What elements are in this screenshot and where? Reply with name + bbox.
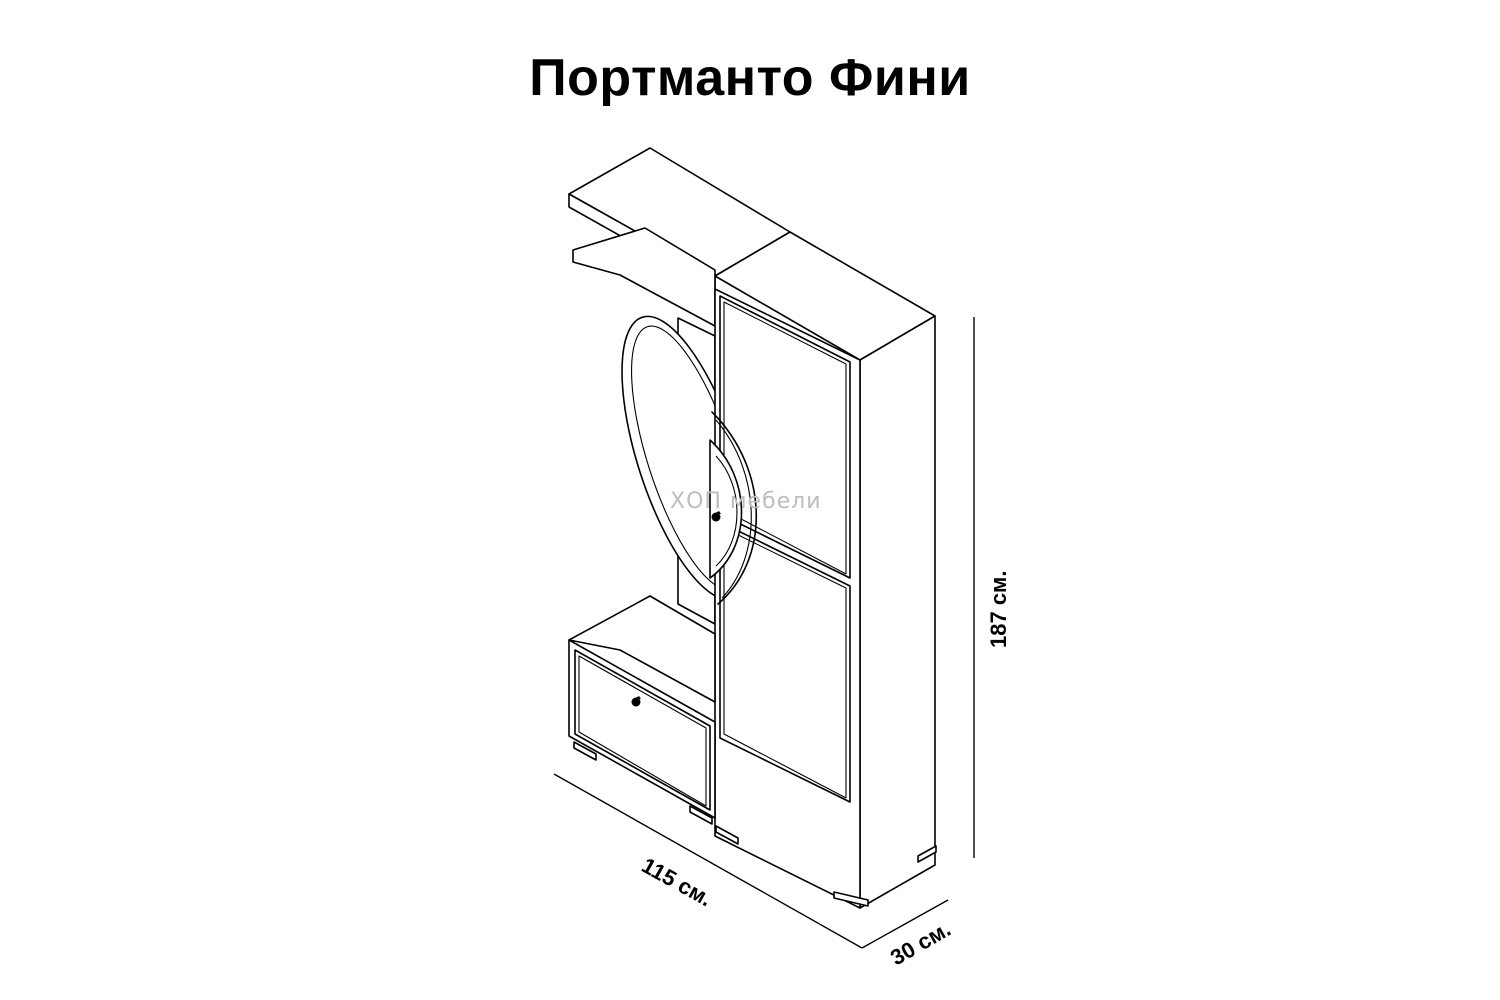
watermark: ХОП мебели — [670, 489, 822, 514]
width-dimension-line — [553, 773, 863, 949]
depth-label: 30 см. — [886, 916, 955, 970]
page-title: Портманто Фини — [529, 49, 971, 107]
half-moon-panel — [709, 439, 743, 579]
drawer-knob-icon — [631, 696, 641, 707]
width-label: 115 см. — [638, 853, 717, 912]
door-knob-icon — [711, 511, 721, 522]
wardrobe-lower-door — [719, 521, 851, 803]
height-label: 187 см. — [986, 571, 1011, 648]
wardrobe-upper-door — [719, 295, 851, 579]
depth-dimension-line — [861, 899, 949, 949]
mirror-edge-curve — [711, 411, 758, 605]
shoe-cabinet — [568, 595, 716, 819]
feet — [573, 741, 937, 907]
